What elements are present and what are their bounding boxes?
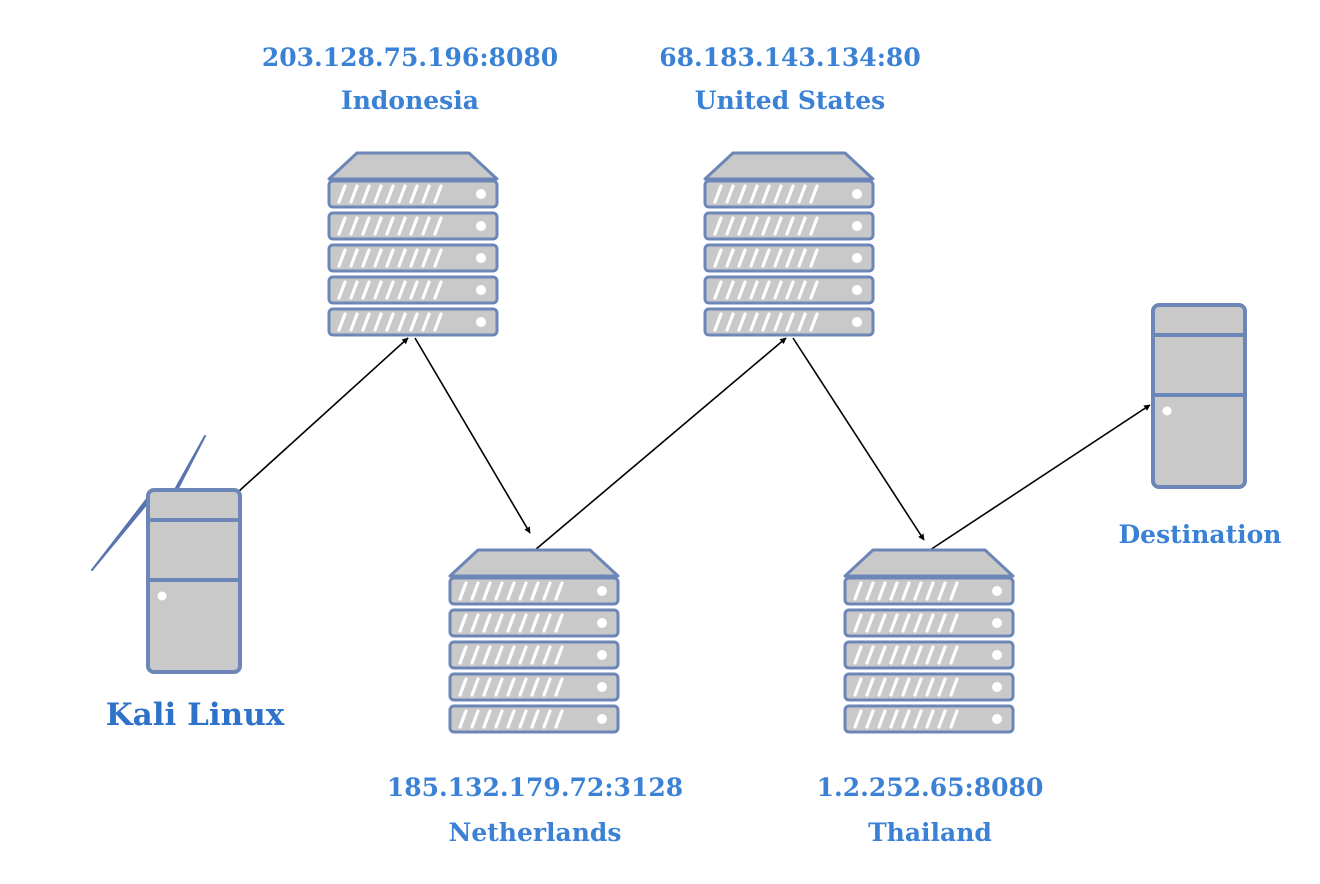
united-states-address-label: 68.183.143.134:80 [659, 43, 921, 72]
arrow-thailand-to-destination [929, 404, 1151, 551]
kali-computer-icon [146, 488, 242, 674]
kali-linux-label: Kali Linux [105, 697, 285, 733]
netherlands-address-label: 185.132.179.72:3128 [386, 773, 684, 802]
arrow-netherlands-to-united-states [534, 337, 787, 551]
connection-arrows [237, 337, 1151, 551]
arrow-united-states-to-thailand [792, 337, 925, 541]
destination-label: Destination [1118, 520, 1282, 549]
indonesia-server-icon [329, 153, 497, 335]
destination-computer-icon [1151, 303, 1247, 489]
indonesia-address-label: 203.128.75.196:8080 [261, 43, 559, 72]
united-states-country-label: United States [694, 86, 886, 115]
arrow-indonesia-to-netherlands [414, 337, 531, 534]
netherlands-country-label: Netherlands [448, 818, 622, 847]
arrow-kali-to-indonesia [237, 337, 409, 493]
thailand-server-icon [845, 550, 1013, 732]
thailand-country-label: Thailand [868, 818, 992, 847]
indonesia-country-label: Indonesia [341, 86, 479, 115]
netherlands-server-icon [450, 550, 618, 732]
united-states-server-icon [705, 153, 873, 335]
thailand-address-label: 1.2.252.65:8080 [816, 773, 1044, 802]
